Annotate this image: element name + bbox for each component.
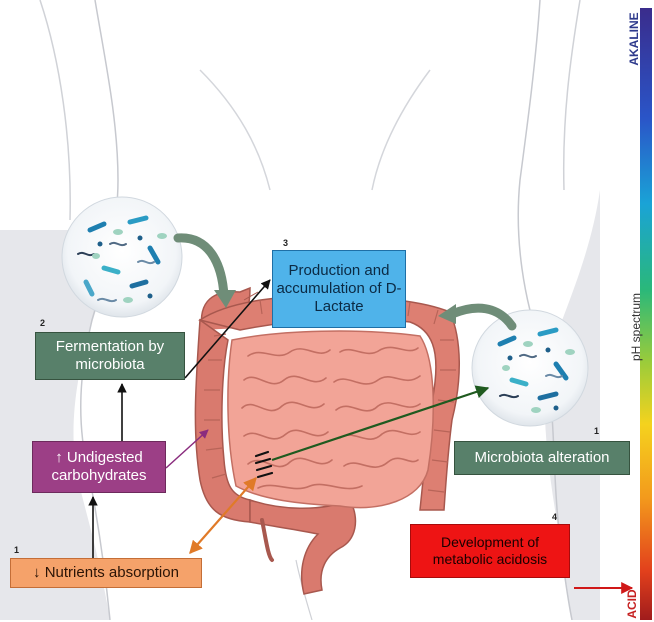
microbiota-bubble-left	[62, 197, 182, 317]
step-number-acidosis: 4	[552, 512, 557, 522]
metabolic-acidosis-box: Development of metabolic acidosis	[410, 524, 570, 578]
microbiota-alteration-label: Microbiota alteration	[474, 449, 609, 467]
lactate-production-box: Production and accumulation of D-Lactate	[272, 250, 406, 328]
lactate-production-label: Production and accumulation of D-Lactate	[273, 262, 405, 316]
step-number-fermentation: 2	[40, 318, 45, 328]
undigested-carbohydrates-box: ↑ Undigested carbohydrates	[32, 441, 166, 493]
nutrients-absorption-box: ↓ Nutrients absorption	[10, 558, 202, 588]
metabolic-acidosis-label: Development of metabolic acidosis	[411, 534, 569, 568]
step-number-microbiota: 1	[594, 426, 599, 436]
ph-acid-label: ACID	[625, 586, 639, 622]
fermentation-box: Fermentation by microbiota	[35, 332, 185, 380]
ph-alkaline-label: AKALINE	[627, 11, 641, 67]
undigested-carbohydrates-label: ↑ Undigested carbohydrates	[33, 449, 165, 485]
nutrients-absorption-label: ↓ Nutrients absorption	[33, 564, 179, 582]
microbiota-alteration-box: Microbiota alteration	[454, 441, 630, 475]
curved-arrow-left	[178, 238, 224, 296]
step-number-nutrients: 1	[14, 545, 19, 555]
step-number-lactate: 3	[283, 238, 288, 248]
fermentation-label: Fermentation by microbiota	[36, 338, 184, 374]
ph-spectrum-label: pH spectrum	[629, 279, 643, 375]
microbiota-bubble-right	[472, 310, 588, 426]
